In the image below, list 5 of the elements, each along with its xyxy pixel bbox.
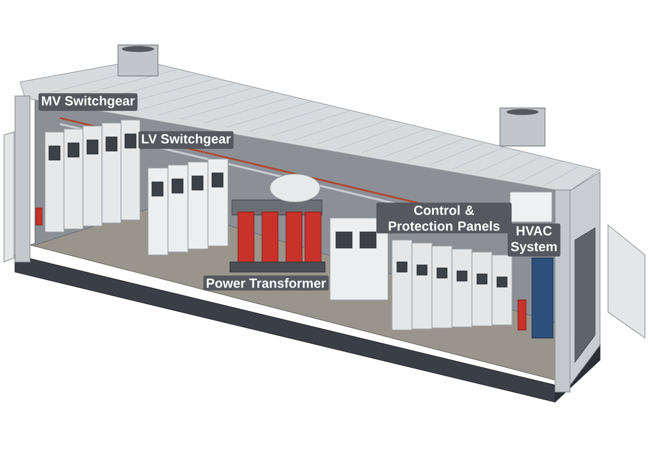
part-label: MV Switchgear	[38, 93, 138, 111]
part-label: Power Transformer	[203, 276, 329, 290]
part-label: Control & Protection Panels	[376, 202, 512, 234]
part-label: LV Switchgear	[138, 131, 234, 149]
part-label: HVAC System	[508, 224, 560, 257]
